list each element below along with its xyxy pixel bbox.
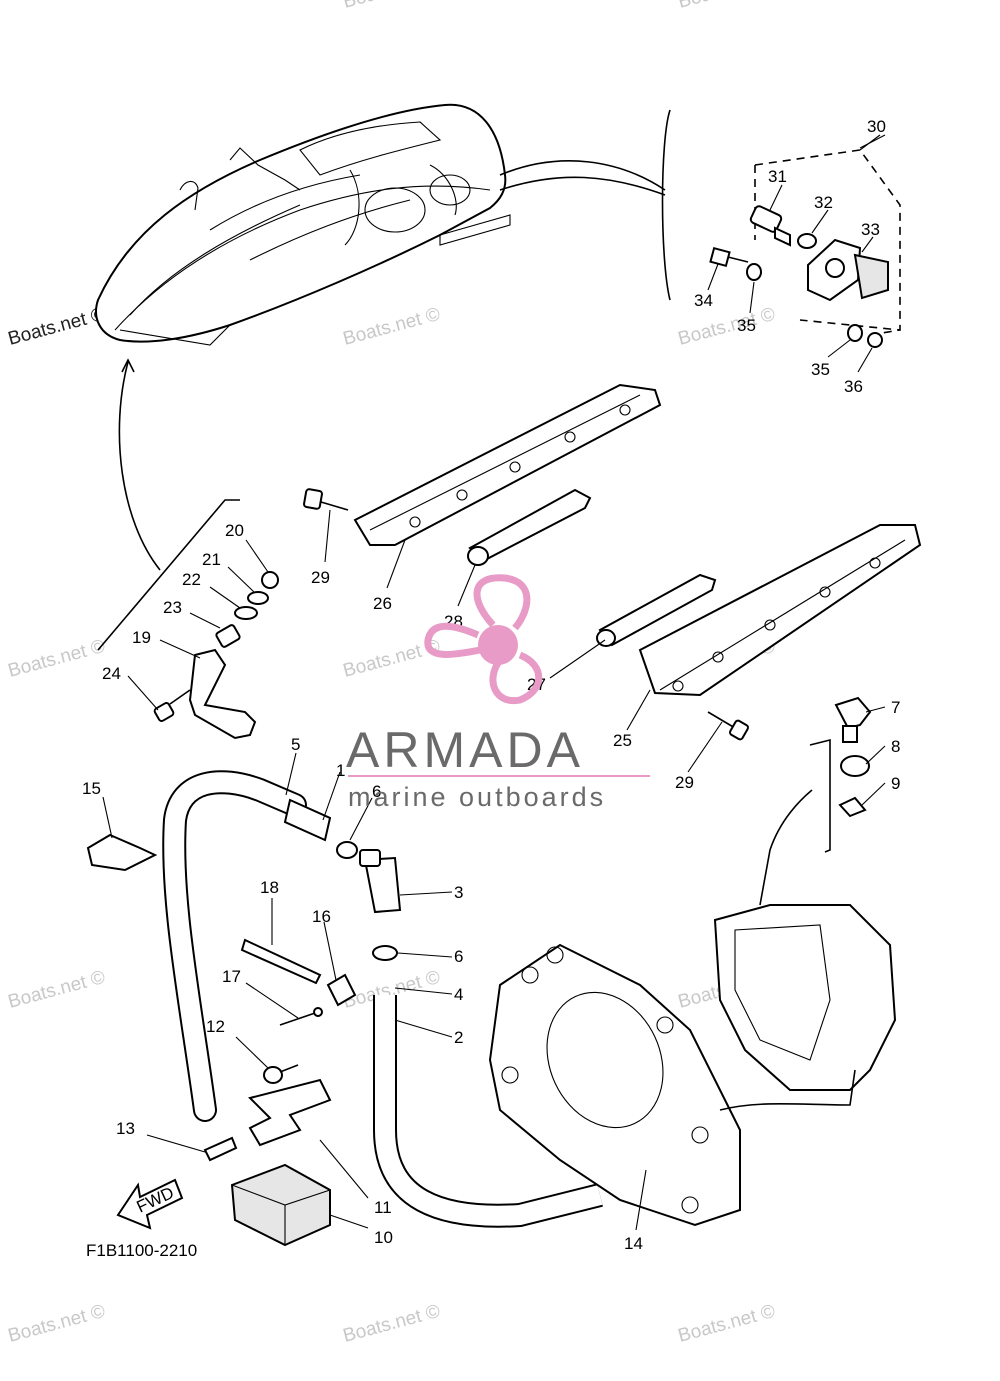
callout-25: 25 bbox=[613, 731, 632, 750]
part-35-washer bbox=[746, 263, 762, 281]
watermark: Boats.net © bbox=[341, 0, 443, 13]
part-10-box bbox=[230, 1163, 331, 1247]
callout-33: 33 bbox=[861, 220, 880, 239]
watermark: Boats.net © bbox=[341, 1301, 443, 1347]
callout-20: 20 bbox=[225, 521, 244, 540]
callout-21: 21 bbox=[202, 550, 221, 569]
callout-35: 35 bbox=[737, 316, 756, 335]
callout-23: 23 bbox=[163, 598, 182, 617]
part-20-nut bbox=[261, 571, 279, 589]
part-26-rail bbox=[353, 383, 662, 546]
callout-3: 3 bbox=[454, 883, 463, 902]
inset-30 bbox=[709, 134, 901, 348]
jet-ski-illustration bbox=[95, 103, 511, 346]
part-13-fitting bbox=[203, 1136, 238, 1162]
part-34-bolt bbox=[709, 246, 749, 268]
callout-29: 29 bbox=[311, 568, 330, 587]
arrow-head bbox=[121, 358, 135, 373]
part-1-fitting bbox=[283, 798, 332, 842]
callout-11: 11 bbox=[374, 1198, 392, 1217]
part-28-strap bbox=[467, 488, 592, 566]
part-32-oring bbox=[797, 233, 817, 249]
callout-15: 15 bbox=[82, 779, 101, 798]
callout-7: 7 bbox=[891, 698, 900, 717]
callouts: 1 2 3 4 5 6 6 7 8 9 10 11 12 13 14 15 16… bbox=[82, 117, 900, 1253]
callout-8: 8 bbox=[891, 737, 900, 756]
watermark: Boats.net © bbox=[676, 304, 778, 350]
leader-line bbox=[499, 160, 666, 191]
callout-26: 26 bbox=[373, 594, 392, 613]
logo-tagline: marine outboards bbox=[348, 782, 606, 812]
intake-plate bbox=[488, 943, 741, 1227]
callout-18: 18 bbox=[260, 878, 279, 897]
diagram-code: F1B1100-2210 bbox=[86, 1241, 197, 1260]
callout-36: 36 bbox=[844, 377, 863, 396]
bracket-line bbox=[97, 499, 240, 651]
armada-logo: ARMADA marine outboards bbox=[346, 574, 650, 812]
callout-29: 29 bbox=[675, 773, 694, 792]
logo-name: ARMADA bbox=[346, 722, 584, 778]
watermark: Boats.net © bbox=[676, 0, 778, 13]
part-3-elbow bbox=[359, 849, 402, 914]
part-36-nut bbox=[867, 332, 883, 348]
part-22-washer bbox=[234, 606, 258, 620]
callout-13: 13 bbox=[116, 1119, 135, 1138]
callout-34: 34 bbox=[694, 291, 713, 310]
callout-1: 1 bbox=[336, 761, 345, 780]
leader-line bbox=[499, 176, 666, 196]
callout-10: 10 bbox=[374, 1228, 393, 1247]
propeller-icon bbox=[424, 574, 543, 705]
callout-24: 24 bbox=[102, 664, 121, 683]
part-16-clip bbox=[326, 973, 357, 1007]
callout-30: 30 bbox=[867, 117, 886, 136]
part-18-tie bbox=[240, 938, 322, 985]
callout-35: 35 bbox=[811, 360, 830, 379]
leader-line bbox=[661, 109, 671, 301]
callout-16: 16 bbox=[312, 907, 331, 926]
callout-32: 32 bbox=[814, 193, 833, 212]
part-24-bolt bbox=[153, 689, 191, 722]
pump-housing bbox=[713, 789, 897, 1111]
part-6-clamp bbox=[372, 945, 398, 961]
part-35-washer bbox=[847, 324, 863, 342]
watermark: Boats.net © bbox=[676, 1301, 778, 1347]
watermark: Boats.net © bbox=[6, 304, 108, 350]
part-11-bracket bbox=[248, 1078, 332, 1147]
part-2-hose bbox=[373, 995, 603, 1228]
parts-7-9-drain bbox=[809, 696, 872, 853]
callout-4: 4 bbox=[454, 985, 463, 1004]
part-33-flange bbox=[807, 238, 889, 302]
callout-22: 22 bbox=[182, 570, 201, 589]
fwd-arrow: FWD bbox=[116, 1178, 184, 1230]
callout-14: 14 bbox=[624, 1234, 643, 1253]
part-6-clamp bbox=[336, 841, 358, 859]
part-19-handle bbox=[188, 648, 257, 740]
callout-31: 31 bbox=[768, 167, 787, 186]
callout-17: 17 bbox=[222, 967, 241, 986]
part-25-rail bbox=[638, 524, 922, 697]
callout-19: 19 bbox=[132, 628, 151, 647]
part-29-bolt bbox=[707, 711, 749, 741]
part-21-washer bbox=[247, 591, 269, 605]
watermark: Boats.net © bbox=[6, 967, 108, 1013]
callout-5: 5 bbox=[291, 735, 300, 754]
leader-line bbox=[118, 361, 161, 571]
part-15-cap bbox=[86, 833, 158, 872]
watermark: Boats.net © bbox=[341, 304, 443, 350]
part-31-fitting bbox=[749, 205, 791, 247]
watermark: Boats.net © bbox=[6, 1301, 108, 1347]
part-17-pin bbox=[279, 1007, 323, 1026]
part-12-screw bbox=[263, 1064, 299, 1084]
leader-lines bbox=[102, 134, 886, 1231]
callout-9: 9 bbox=[891, 774, 900, 793]
part-29-bolt bbox=[303, 488, 349, 511]
part-5-hose bbox=[162, 770, 307, 1122]
watermark: Boats.net © bbox=[6, 636, 108, 682]
callout-6: 6 bbox=[372, 782, 381, 801]
callout-6: 6 bbox=[454, 947, 463, 966]
part-23-bolt bbox=[215, 624, 241, 648]
callout-12: 12 bbox=[206, 1017, 225, 1036]
callout-2: 2 bbox=[454, 1028, 463, 1047]
